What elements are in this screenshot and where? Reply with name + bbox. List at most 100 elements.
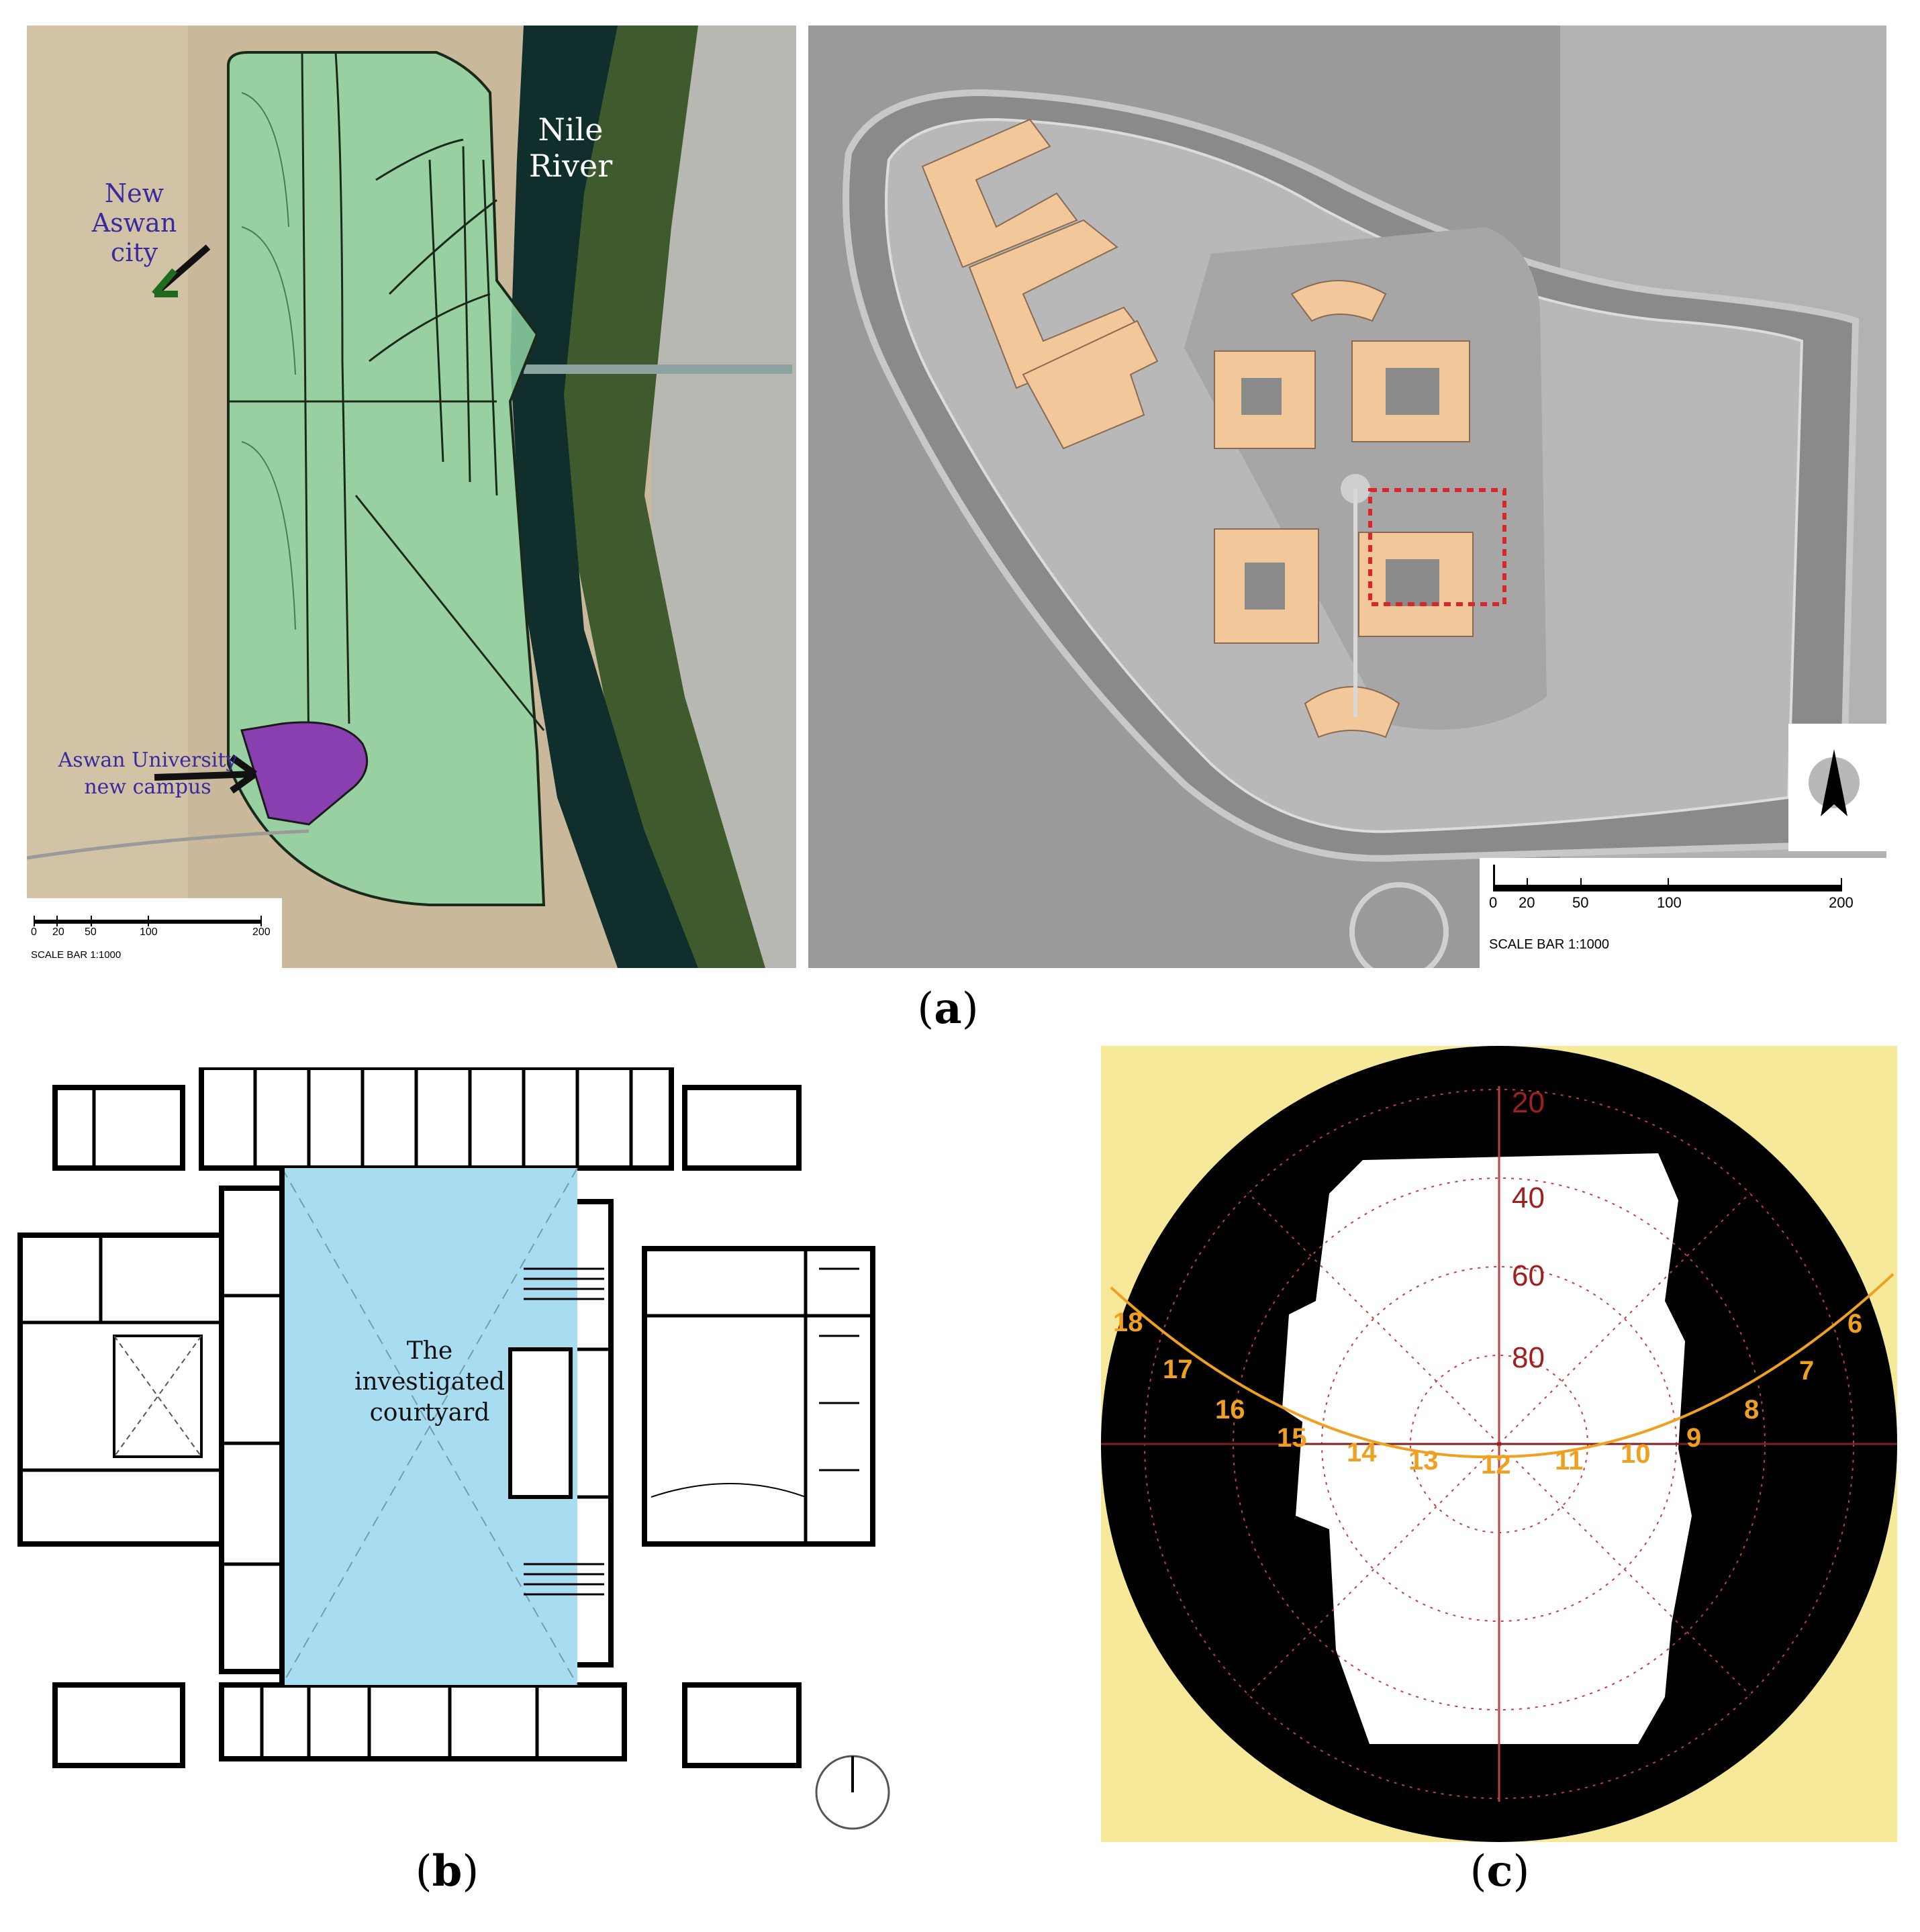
- fan-building-south: [1304, 686, 1400, 738]
- courtyard-label: The investigated courtyard: [336, 1336, 524, 1429]
- hour-label-6: 6: [1847, 1309, 1863, 1339]
- hour-label-18: 18: [1113, 1308, 1143, 1337]
- scale-bar-left-tick-2: [91, 916, 92, 926]
- river-label-line-1: Nile: [538, 111, 604, 148]
- campus-label-line-1: Aswan University: [58, 748, 238, 772]
- hour-label-13: 13: [1408, 1446, 1439, 1476]
- scale-right-label-1: 20: [1519, 894, 1535, 911]
- inner-void-diagonal-1: [113, 1335, 202, 1457]
- sky-view-drawing: [1101, 1046, 1897, 1842]
- scale-bar-right-tick-4: [1841, 878, 1842, 891]
- scale-left-label-1: 20: [52, 926, 64, 938]
- inner-void: [113, 1335, 203, 1458]
- floor-plan: The investigated courtyard: [13, 1067, 900, 1833]
- hour-label-8: 8: [1744, 1395, 1760, 1424]
- scale-bar-left: 0 20 50 100 200 SCALE BAR 1:1000: [27, 898, 282, 968]
- desert-road: [27, 829, 309, 860]
- roundabout-south: [1349, 882, 1449, 968]
- scale-bar-left-graphic: [34, 916, 262, 926]
- courtyard-label-line-1: The: [406, 1337, 453, 1365]
- courtyard-label-line-3: courtyard: [369, 1399, 490, 1427]
- satellite-map-left: [27, 26, 796, 968]
- caption-c: (c): [1470, 1846, 1530, 1896]
- scale-bar-right-graphic: [1493, 865, 1842, 891]
- altitude-label-80: 80: [1512, 1341, 1545, 1374]
- inner-void-diagonal-2: [113, 1335, 202, 1457]
- scale-left-text: SCALE BAR 1:1000: [31, 949, 122, 961]
- scale-right-label-4: 200: [1829, 894, 1854, 911]
- river-label-line-2: River: [528, 148, 613, 184]
- scale-right-label-2: 50: [1572, 894, 1589, 911]
- scale-bar-right: 0 20 50 100 200 SCALE BAR 1:1000: [1480, 858, 1886, 968]
- hour-label-10: 10: [1621, 1439, 1651, 1469]
- scale-bar-right-tick-1: [1527, 878, 1528, 891]
- stair-hatching: [524, 1267, 859, 1596]
- scale-bar-right-tick-2: [1580, 878, 1582, 891]
- sky-opening: [1282, 1153, 1692, 1744]
- scale-bar-right-tick-3: [1668, 878, 1669, 891]
- altitude-label-20: 20: [1512, 1086, 1545, 1119]
- caption-a-letter: a: [934, 983, 962, 1034]
- courtyard-east-block: [508, 1347, 573, 1499]
- investigated-building-courtyard: [1386, 559, 1439, 606]
- faculty-building-sw-courtyard: [1245, 563, 1285, 610]
- city-road-1: [301, 52, 310, 765]
- map-campus-satellite: 0 20 50 100 200 SCALE BAR 1:1000: [808, 26, 1886, 968]
- city-label-line-3: city: [110, 238, 158, 267]
- scale-bar-left-tick-3: [148, 916, 149, 926]
- hour-label-9: 9: [1686, 1423, 1702, 1453]
- scale-bar-left-tick-4: [260, 916, 262, 926]
- scale-bar-right-tick-0: [1493, 865, 1495, 891]
- altitude-label-40: 40: [1512, 1181, 1545, 1214]
- north-arrow-icon: [1821, 749, 1847, 816]
- campus-arrow: [154, 771, 256, 781]
- city-roads-north: [428, 146, 498, 496]
- hour-label-16: 16: [1215, 1395, 1245, 1424]
- bridge: [524, 365, 792, 374]
- hour-label-11: 11: [1555, 1446, 1584, 1476]
- map-new-aswan-city: New Aswan city Nile River Aswan Universi…: [27, 26, 796, 968]
- city-arrow-head: [152, 268, 178, 297]
- satellite-map-right: [808, 26, 1886, 968]
- hour-label-7: 7: [1799, 1356, 1815, 1386]
- hour-label-12: 12: [1481, 1450, 1511, 1480]
- scale-left-label-0: 0: [31, 926, 37, 938]
- altitude-label-60: 60: [1512, 1259, 1545, 1292]
- river-label: Nile River: [503, 111, 638, 184]
- university-campus-area: [240, 721, 369, 826]
- city-road-2: [334, 52, 350, 724]
- selection-rectangle: [1368, 488, 1506, 606]
- scale-left-label-3: 100: [140, 926, 158, 938]
- hour-label-14: 14: [1347, 1438, 1377, 1467]
- scale-bar-left-tick-0: [34, 916, 35, 926]
- lecture-hall-curve: [651, 1483, 806, 1498]
- city-roads-east: [369, 138, 497, 363]
- city-road-4: [354, 495, 545, 731]
- nile-river: [510, 26, 698, 968]
- campus-label: Aswan University new campus: [40, 747, 255, 801]
- floor-plan-drawing: [17, 1067, 890, 1830]
- sky-view-diagram: 20 40 60 80 18 17 16 15 14 13 12 11 10 9…: [1101, 1046, 1897, 1842]
- scale-bar-left-tick-1: [56, 916, 58, 926]
- campus-arrow-head: [230, 754, 257, 794]
- city-label: New Aswan city: [67, 179, 201, 267]
- riverbank-vegetation: [537, 26, 765, 968]
- courtyard-diagonal-2: [281, 1167, 578, 1686]
- scale-left-label-4: 200: [252, 926, 271, 938]
- city-district-outlines: [241, 92, 296, 630]
- desert-west: [27, 26, 188, 968]
- fan-building-north: [1290, 280, 1387, 322]
- faculty-building-sw: [1214, 528, 1319, 644]
- dorm-block-1: [921, 118, 1078, 269]
- scale-left-label-2: 50: [85, 926, 97, 938]
- faculty-building-ne-courtyard: [1386, 368, 1439, 415]
- faculty-building-nw-courtyard: [1241, 378, 1282, 415]
- caption-b: (b): [415, 1846, 479, 1896]
- city-label-line-2: Aswan: [91, 208, 177, 238]
- dorm-block-3: [1022, 320, 1159, 450]
- campus-label-line-2: new campus: [84, 775, 211, 799]
- scale-right-label-0: 0: [1489, 894, 1498, 911]
- caption-c-letter: c: [1486, 1846, 1513, 1896]
- hour-label-15: 15: [1277, 1423, 1307, 1453]
- sun-path: [1110, 1273, 1894, 1459]
